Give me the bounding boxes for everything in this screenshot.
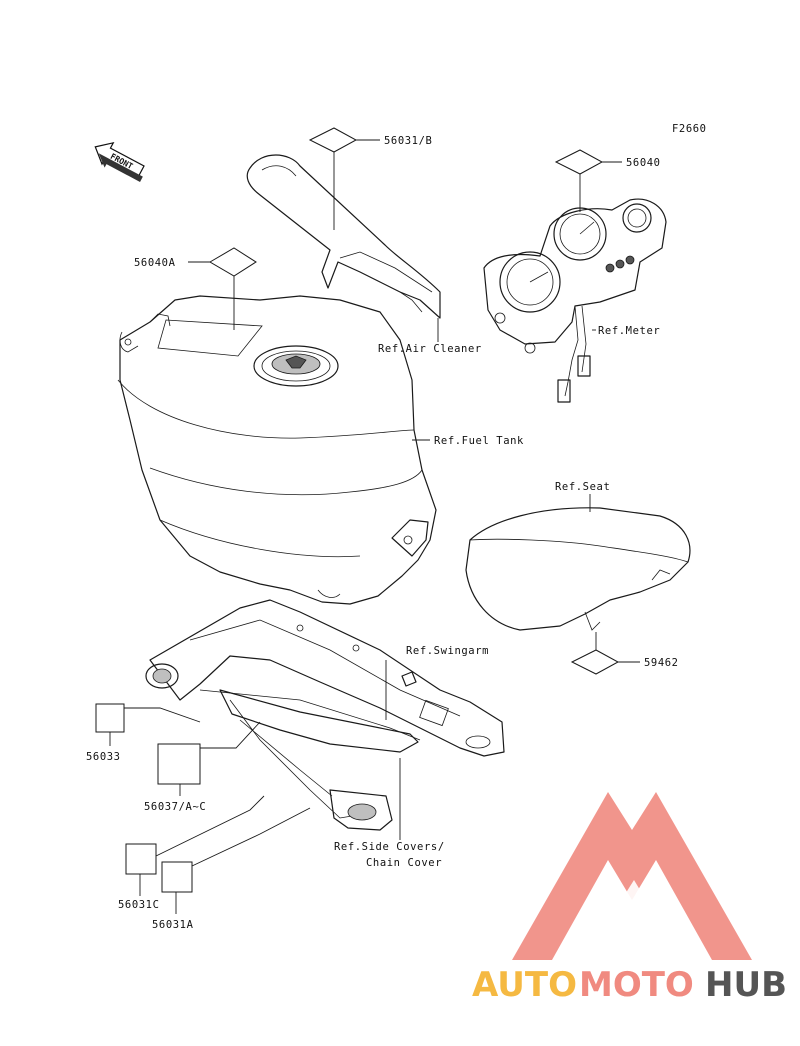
watermark-part1: AUTO bbox=[472, 965, 577, 1005]
ref-side-covers: Ref.Side Covers/ bbox=[334, 841, 445, 853]
ref-air-cleaner: Ref.Air Cleaner bbox=[378, 343, 482, 355]
decal-56031C bbox=[125, 843, 157, 875]
decal-56031B bbox=[308, 127, 358, 153]
ref-seat: Ref.Seat bbox=[555, 481, 610, 493]
part-56031B: 56031/B bbox=[384, 135, 432, 147]
part-56040: 56040 bbox=[626, 157, 661, 169]
decal-56040A bbox=[209, 247, 257, 277]
decal-56031A bbox=[161, 861, 193, 893]
part-56031C: 56031C bbox=[118, 899, 160, 911]
decal-59462 bbox=[570, 649, 620, 675]
ref-fuel-tank: Ref.Fuel Tank bbox=[434, 435, 524, 447]
part-56037: 56037/A~C bbox=[144, 801, 206, 813]
part-56033: 56033 bbox=[86, 751, 121, 763]
decal-56040 bbox=[554, 149, 604, 175]
ref-meter: Ref.Meter bbox=[598, 325, 660, 337]
fuel-tank bbox=[117, 295, 437, 605]
seat bbox=[465, 507, 691, 631]
watermark-logo-icon bbox=[512, 792, 752, 960]
front-arrow-icon: FRONT bbox=[94, 141, 145, 182]
watermark-part3: HUB bbox=[705, 965, 787, 1005]
decal-56037 bbox=[157, 743, 201, 785]
part-59462: 59462 bbox=[644, 657, 679, 669]
decal-56033 bbox=[95, 703, 125, 733]
air-cleaner-duct bbox=[246, 154, 441, 319]
part-56031A: 56031A bbox=[152, 919, 194, 931]
meter-assembly bbox=[483, 198, 667, 403]
ref-chain-cover: Chain Cover bbox=[366, 857, 442, 869]
part-56040A: 56040A bbox=[134, 257, 176, 269]
ref-swingarm: Ref.Swingarm bbox=[406, 645, 489, 657]
watermark-part2: MOTO bbox=[579, 965, 694, 1005]
figure-code: F2660 bbox=[672, 123, 707, 135]
watermark-text: AUTO MOTO HUB bbox=[472, 965, 787, 1005]
swingarm bbox=[145, 599, 505, 831]
